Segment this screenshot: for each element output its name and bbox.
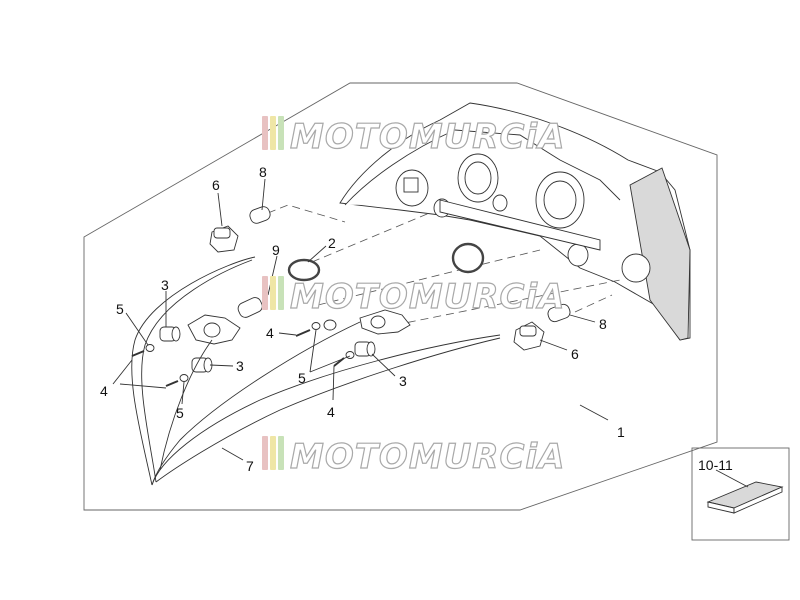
watermark: MOTOMURCiA (262, 436, 565, 478)
screw (295, 329, 311, 337)
callout-1: 1 (617, 424, 625, 440)
wiring-harness (131, 256, 501, 486)
bulb-9 (237, 297, 263, 318)
gasket-ring (451, 242, 485, 274)
callout-6: 6 (212, 177, 220, 193)
alignment-line (574, 294, 613, 313)
callout-7: 7 (246, 458, 254, 474)
callout-4: 4 (266, 325, 274, 341)
callout-5: 5 (298, 370, 306, 386)
kit-plate (706, 481, 784, 514)
screw (165, 380, 179, 387)
screw (131, 350, 145, 357)
gasket-ring (287, 258, 321, 282)
washer (179, 374, 189, 382)
callout-3: 3 (161, 277, 169, 293)
callout-6: 6 (571, 346, 579, 362)
assembly-frame (83, 82, 718, 511)
callout-8: 8 (259, 164, 267, 180)
callout-4: 4 (327, 404, 335, 420)
bulb-holder-right (513, 321, 545, 351)
washer (145, 344, 155, 352)
callout-2: 2 (328, 235, 336, 251)
spacer (354, 341, 376, 357)
bulb-8-right (547, 303, 571, 323)
callout-5: 5 (176, 405, 184, 421)
callout-10-11: 10-11 (698, 457, 733, 473)
spacer (159, 326, 181, 342)
callout-4: 4 (100, 383, 108, 399)
watermark: MOTOMURCiA (262, 116, 565, 158)
kit-leader-line (715, 469, 749, 488)
callout-3: 3 (236, 358, 244, 374)
watermark-text: MOTOMURCiA (290, 277, 565, 317)
bulb-holder-left (209, 225, 239, 253)
watermark: MOTOMURCiA (262, 276, 565, 318)
lamp-socket-left (187, 314, 241, 345)
spacer (191, 357, 213, 373)
callout-3: 3 (399, 373, 407, 389)
alignment-line (311, 211, 433, 263)
lamp-socket-center (359, 309, 411, 335)
bulb-8-left (249, 206, 271, 224)
callout-9: 9 (272, 242, 280, 258)
watermark-text: MOTOMURCiA (290, 117, 565, 157)
kit-box (691, 447, 790, 541)
tail-light-housing (339, 102, 691, 341)
alignment-line (267, 204, 346, 223)
watermark-text: MOTOMURCiA (290, 437, 565, 477)
callout-5: 5 (116, 301, 124, 317)
callout-8: 8 (599, 316, 607, 332)
washer (323, 319, 337, 331)
leader-lines (112, 178, 609, 461)
washer (311, 322, 321, 330)
